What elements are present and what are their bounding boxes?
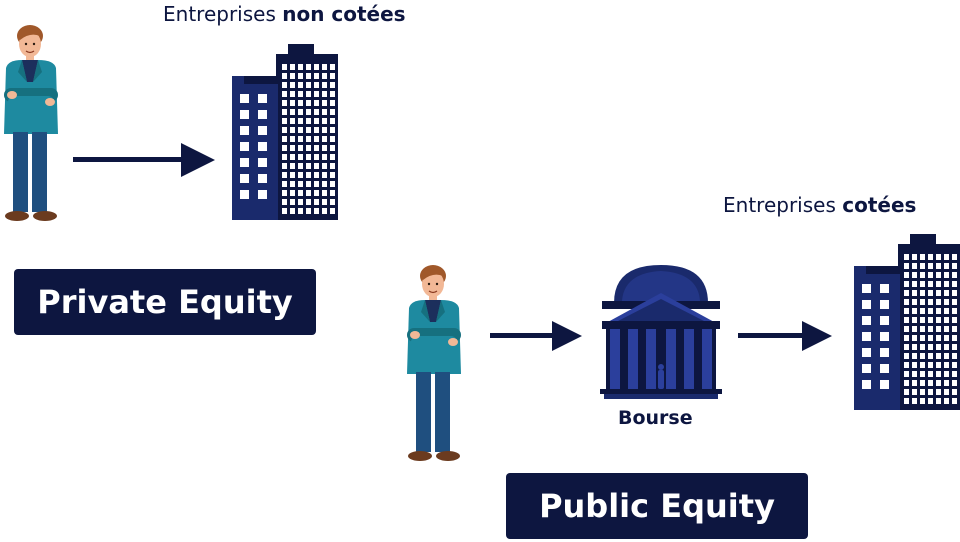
arrow-right-icon xyxy=(738,321,832,351)
caption-regular: Entreprises xyxy=(723,193,843,217)
businessman-icon xyxy=(407,265,461,461)
office-building-icon xyxy=(232,44,338,220)
caption-bold: non cotées xyxy=(282,2,406,26)
caption-cotees: Entreprises cotées xyxy=(723,193,916,217)
arrow-right-icon xyxy=(73,143,215,177)
private-equity-label: Private Equity xyxy=(14,269,316,335)
caption-non-cotees: Entreprises non cotées xyxy=(163,2,406,26)
caption-bold: cotées xyxy=(842,193,917,217)
caption-regular: Entreprises xyxy=(163,2,283,26)
bourse-label: Bourse xyxy=(618,407,693,429)
arrow-right-icon xyxy=(490,321,582,351)
stock-exchange-building-icon xyxy=(600,265,722,399)
office-building-icon xyxy=(854,234,960,410)
public-equity-label: Public Equity xyxy=(506,473,808,539)
businessman-icon xyxy=(4,25,58,221)
